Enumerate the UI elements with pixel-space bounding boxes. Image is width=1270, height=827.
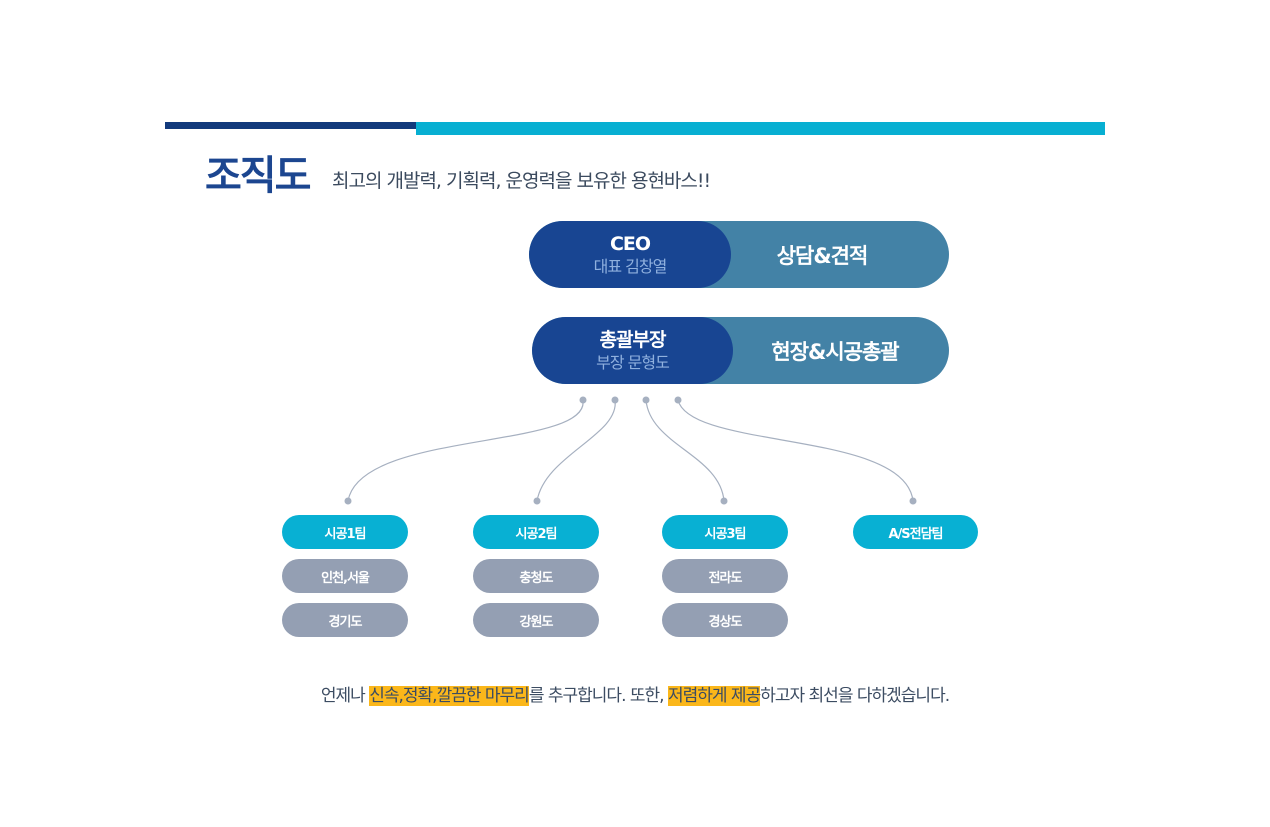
- footer-statement: 언제나 신속,정확,깔끔한 마무리를 추구합니다. 또한, 저렴하게 제공하고자…: [0, 683, 1270, 709]
- page-title: 조직도: [205, 153, 311, 199]
- footer-text-2: 를 추구합니다. 또한,: [528, 686, 668, 706]
- connector-line-team-1: [347, 399, 584, 502]
- footer-text-1: 언제나: [320, 686, 370, 706]
- connector-dot-top-2: [611, 396, 619, 404]
- connector-dot-bottom-2: [533, 497, 541, 505]
- general-manager-identity: 총괄부장 부장 문형도: [532, 317, 733, 384]
- general-manager-role: 현장&시공총괄: [771, 339, 899, 364]
- connector-line-team-3: [645, 399, 725, 502]
- team-3-region-1: 전라도: [662, 559, 788, 593]
- connector-dot-top-3: [642, 396, 650, 404]
- footer-highlight-1: 신속,정확,깔끔한 마무리: [369, 686, 530, 706]
- team-3-region-2: 경상도: [662, 603, 788, 637]
- ceo-person: 대표 김창열: [593, 256, 668, 276]
- team-node-4: A/S전담팀: [853, 515, 978, 549]
- connector-line-team-2: [536, 399, 616, 502]
- general-manager-person: 부장 문형도: [596, 352, 670, 372]
- connector-dot-top-1: [579, 396, 587, 404]
- footer-text-3: 하고자 최선을 다하겠습니다.: [760, 686, 950, 706]
- ceo-role: 상담&견적: [776, 243, 869, 268]
- ceo-identity: CEO 대표 김창열: [529, 221, 731, 288]
- team-node-1: 시공1팀: [282, 515, 408, 549]
- page-subtitle: 최고의 개발력, 기획력, 운영력을 보유한 용현바스!!: [332, 170, 711, 192]
- footer-highlight-2: 저렴하게 제공: [667, 686, 761, 706]
- team-2-region-1: 충청도: [473, 559, 599, 593]
- connector-dot-top-4: [674, 396, 682, 404]
- team-2-region-2: 강원도: [473, 603, 599, 637]
- team-1-region-2: 경기도: [282, 603, 408, 637]
- connector-line-team-4: [677, 399, 914, 502]
- ceo-title: CEO: [609, 232, 651, 255]
- general-manager-title: 총괄부장: [599, 328, 667, 351]
- header-accent-bar-dark: [165, 122, 416, 129]
- connector-dot-bottom-1: [344, 497, 352, 505]
- header-accent-bar-light: [416, 122, 1105, 135]
- org-node-ceo: CEO 대표 김창열 상담&견적: [529, 221, 949, 288]
- connector-dot-bottom-3: [720, 497, 728, 505]
- team-1-region-1: 인천,서울: [282, 559, 408, 593]
- connector-dot-bottom-4: [909, 497, 917, 505]
- org-node-general-manager: 총괄부장 부장 문형도 현장&시공총괄: [532, 317, 949, 384]
- team-node-2: 시공2팀: [473, 515, 599, 549]
- team-node-3: 시공3팀: [662, 515, 788, 549]
